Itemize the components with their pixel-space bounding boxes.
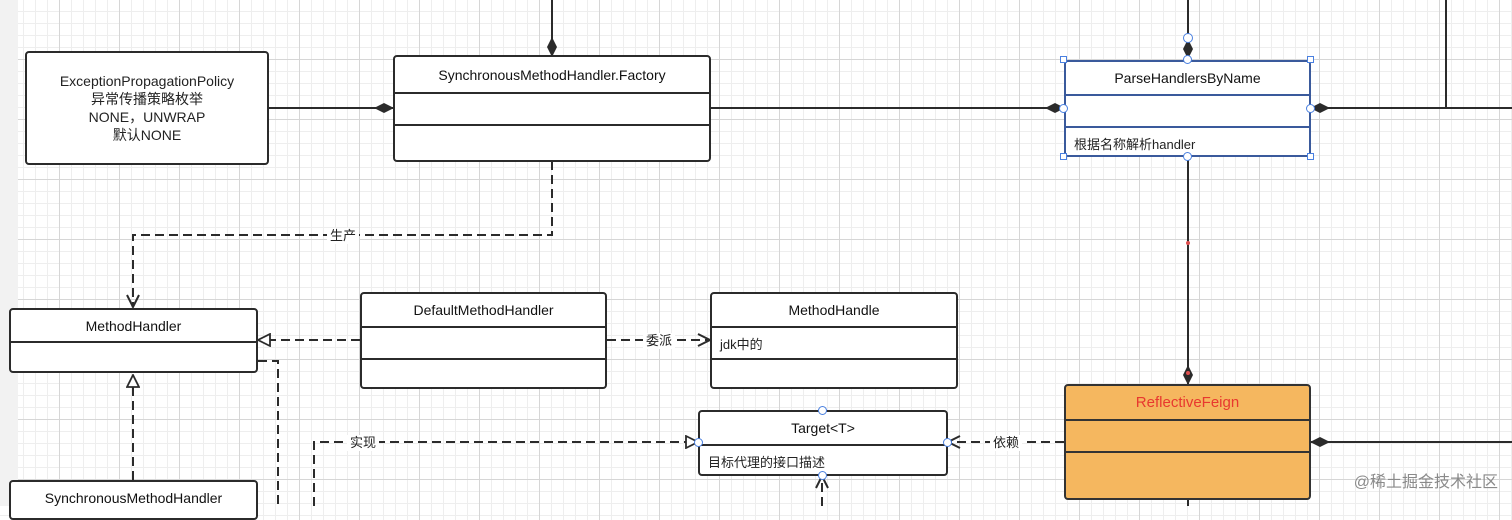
class-method-handler[interactable]: MethodHandler: [9, 308, 258, 373]
class-parse-handlers[interactable]: ParseHandlersByName 根据名称解析handler: [1064, 60, 1311, 157]
class-attributes: [11, 341, 256, 371]
class-attributes: [1066, 94, 1309, 126]
class-title: ParseHandlersByName: [1114, 70, 1261, 86]
class-target[interactable]: Target<T> 目标代理的接口描述: [698, 410, 948, 476]
connection-port-top[interactable]: [818, 406, 827, 415]
label-implement: 实现: [347, 435, 380, 451]
class-sync-factory[interactable]: SynchronousMethodHandler.Factory: [393, 55, 711, 162]
class-sync-method-handler[interactable]: SynchronousMethodHandler: [9, 480, 258, 520]
class-title: SynchronousMethodHandler: [44, 490, 223, 506]
link-handler-down: [258, 360, 279, 506]
class-title: MethodHandler: [85, 317, 182, 334]
connection-port-bottom[interactable]: [818, 471, 827, 480]
connection-port-left[interactable]: [1059, 104, 1068, 113]
class-attributes: [362, 326, 605, 358]
watermark-text: @稀土掘金技术社区: [1353, 474, 1498, 491]
connection-port-right[interactable]: [1306, 104, 1315, 113]
class-reflective-feign[interactable]: ReflectiveFeign: [1064, 384, 1311, 500]
resize-handle-nw[interactable]: [1060, 56, 1067, 63]
class-method-handle[interactable]: MethodHandle jdk中的: [710, 292, 958, 389]
note-line-2: 异常传播策略枚举: [91, 91, 203, 107]
note-line-1: ExceptionPropagationPolicy: [59, 73, 235, 89]
class-operations: [362, 358, 605, 387]
connection-port-right[interactable]: [943, 438, 952, 447]
class-title: MethodHandle: [788, 302, 880, 318]
exception-policy-note[interactable]: ExceptionPropagationPolicy 异常传播策略枚举 NONE…: [25, 51, 269, 165]
class-title: SynchronousMethodHandler.Factory: [438, 66, 666, 83]
anchor-top-parse: [1183, 33, 1193, 43]
resize-handle-ne[interactable]: [1307, 56, 1314, 63]
class-attributes: [395, 92, 709, 124]
resize-handle-sw[interactable]: [1060, 153, 1067, 160]
class-attributes: jdk中的: [712, 326, 956, 358]
class-operations: [395, 124, 709, 160]
class-default-method-handler[interactable]: DefaultMethodHandler: [360, 292, 607, 389]
class-title: DefaultMethodHandler: [413, 302, 554, 318]
connection-port-left[interactable]: [694, 438, 703, 447]
class-attributes: 目标代理的接口描述: [700, 444, 946, 474]
class-attributes: [1066, 419, 1309, 451]
resize-handle-se[interactable]: [1307, 153, 1314, 160]
class-title: ReflectiveFeign: [1135, 394, 1240, 411]
class-title: Target<T>: [791, 420, 855, 436]
class-operations: [712, 358, 956, 387]
note-line-3: NONE，UNWRAP: [88, 109, 206, 125]
anchor-reflective-top: [1186, 371, 1190, 375]
label-delegate: 委派: [643, 333, 676, 349]
connection-port-bottom[interactable]: [1183, 152, 1192, 161]
link-implement: [313, 442, 698, 506]
class-operations: [1066, 451, 1309, 498]
class-operations: 根据名称解析handler: [1066, 126, 1309, 155]
note-line-4: 默认NONE: [112, 127, 182, 143]
left-panel-edge: [0, 0, 18, 506]
label-produce: 生产: [327, 228, 360, 244]
label-depend: 依赖: [990, 435, 1023, 451]
connection-port-top[interactable]: [1183, 55, 1192, 64]
anchor-mid-line: [1186, 241, 1190, 245]
